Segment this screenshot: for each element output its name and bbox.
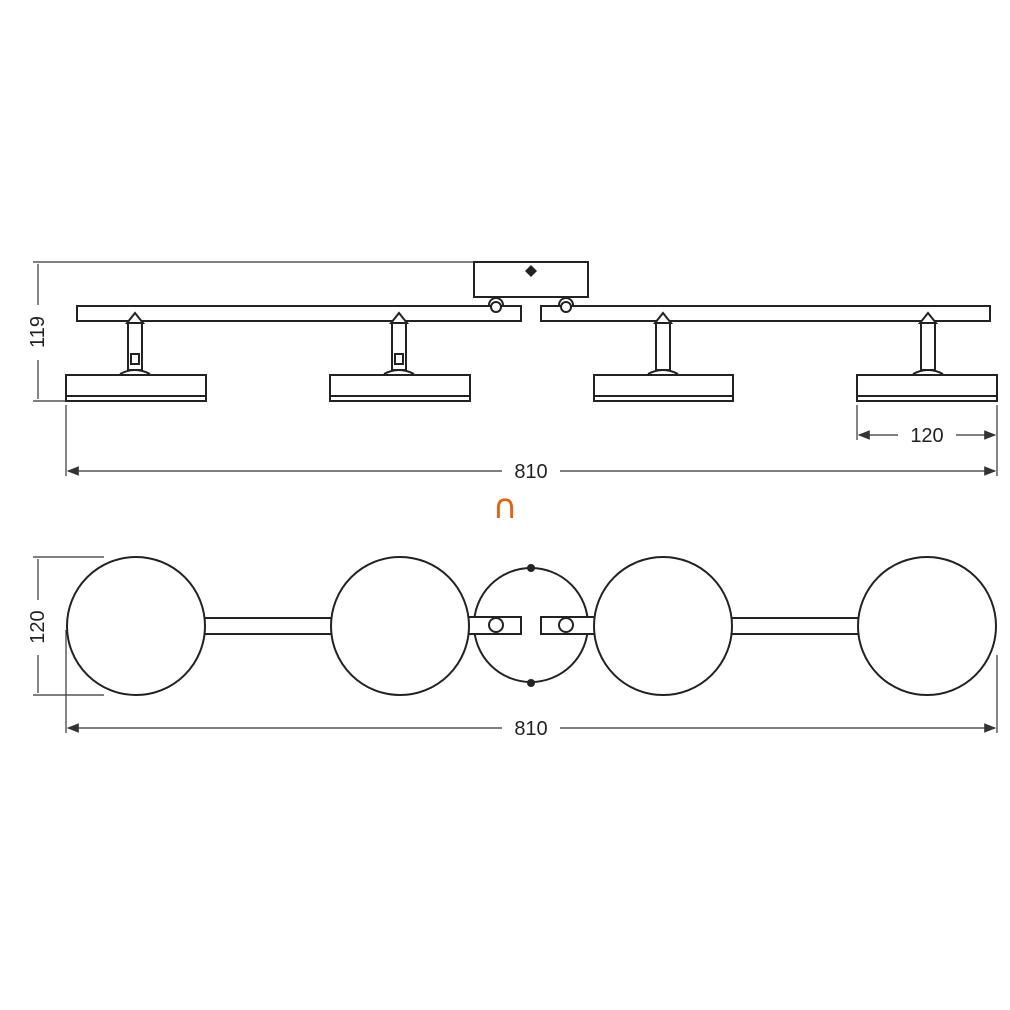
side-view: 119 120 810	[27, 261, 998, 483]
spot-top-1	[66, 556, 206, 696]
dimension-top-width-label: 810	[514, 718, 547, 740]
spot-top-4	[857, 556, 997, 696]
surface-mount-symbol-icon: ∩	[493, 487, 518, 527]
dimension-height: 119	[27, 261, 474, 402]
spot-side-1	[65, 311, 207, 402]
dimension-head-width-label: 120	[910, 425, 943, 447]
bar-top-right	[727, 617, 864, 635]
dimension-head-width: 120	[856, 405, 998, 476]
spot-side-4	[856, 311, 998, 402]
bar-top-left	[199, 617, 336, 635]
dimension-top-width: 810	[65, 630, 998, 740]
rail-left	[76, 305, 522, 322]
top-view: 120 810	[27, 556, 998, 740]
spot-side-3	[593, 311, 734, 402]
dimension-side-width-label: 810	[514, 461, 547, 483]
spot-side-2	[329, 311, 471, 402]
dimension-depth-label: 120	[27, 610, 49, 643]
dimension-side-width: 810	[65, 405, 997, 483]
dimension-depth: 120	[27, 556, 104, 696]
canopy-screw-icon	[525, 265, 537, 277]
dimension-height-label: 119	[27, 316, 49, 348]
rail-right	[540, 305, 991, 322]
spot-top-3	[593, 556, 733, 696]
spot-top-2	[330, 556, 470, 696]
